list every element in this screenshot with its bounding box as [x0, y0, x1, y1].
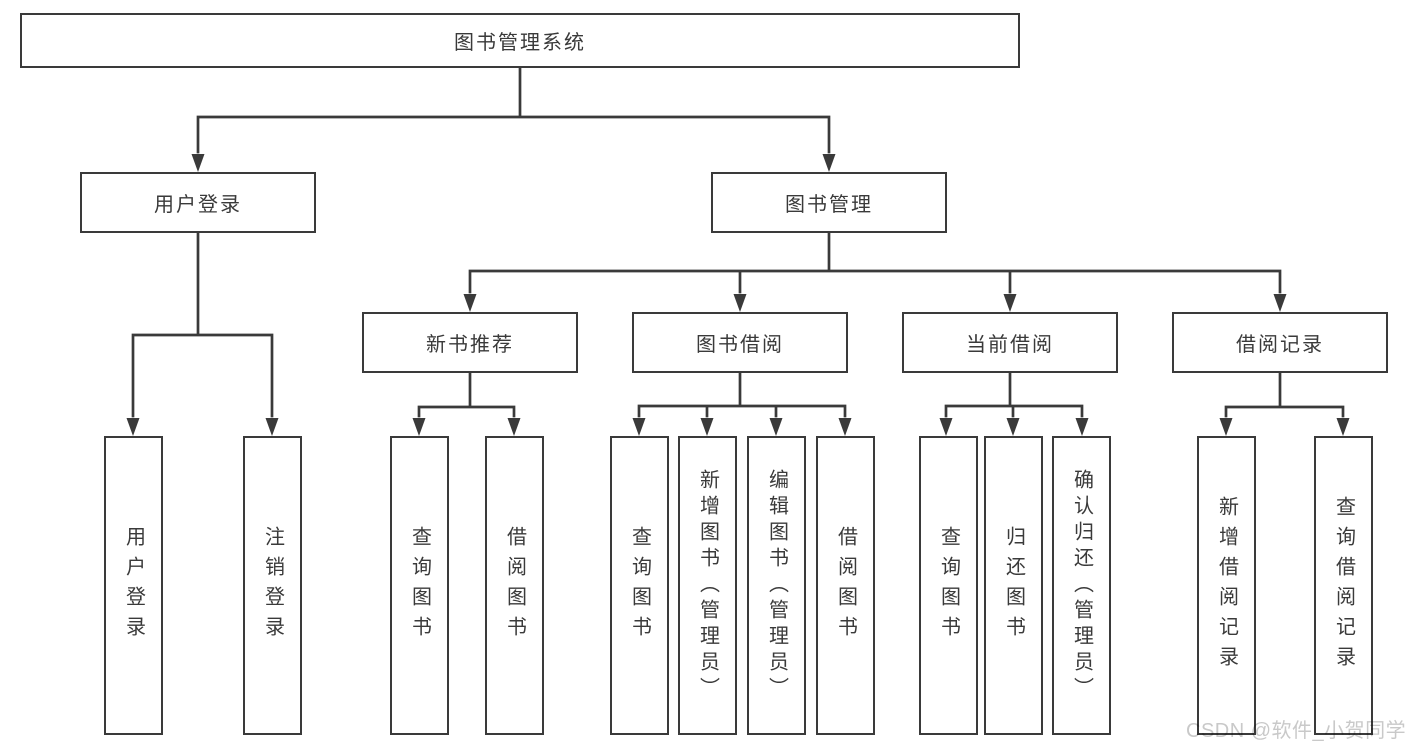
- leaf-edit-books-admin-label: 编辑图书（管理员）: [765, 468, 788, 703]
- leaf-query-borrow-record: 查询借阅记录: [1314, 436, 1373, 735]
- node-user-login: 用户登录: [80, 172, 316, 233]
- node-borrowing-records-label: 借阅记录: [1236, 334, 1324, 356]
- node-root-label: 图书管理系统: [454, 32, 586, 54]
- leaf-return-books: 归还图书: [984, 436, 1043, 735]
- leaf-edit-books-admin: 编辑图书（管理员）: [747, 436, 806, 735]
- connector-root-to-level2: [196, 66, 831, 154]
- leaf-current-query-books: 查询图书: [919, 436, 978, 735]
- leaf-current-query-books-label: 查询图书: [937, 525, 960, 646]
- leaf-user-login: 用户登录: [104, 436, 163, 735]
- leaf-logout-label: 注销登录: [261, 525, 284, 646]
- leaf-recommend-borrow-books: 借阅图书: [485, 436, 544, 735]
- connector-new-book-children: [417, 371, 516, 418]
- connector-current-borrow-children: [944, 371, 1084, 418]
- node-new-book-recommend-label: 新书推荐: [426, 334, 514, 356]
- connector-book-borrow-children: [637, 371, 847, 418]
- leaf-confirm-return-admin: 确认归还（管理员）: [1052, 436, 1111, 735]
- leaf-borrow-books: 借阅图书: [816, 436, 875, 735]
- leaf-add-books-admin-label: 新增图书（管理员）: [696, 468, 719, 703]
- node-book-management-label: 图书管理: [785, 194, 873, 216]
- node-new-book-recommend: 新书推荐: [362, 312, 578, 373]
- node-current-borrowing-label: 当前借阅: [966, 334, 1054, 356]
- node-user-login-label: 用户登录: [154, 194, 242, 216]
- leaf-borrow-query-books: 查询图书: [610, 436, 669, 735]
- node-borrowing-records: 借阅记录: [1172, 312, 1388, 373]
- leaf-recommend-borrow-books-label: 借阅图书: [503, 525, 526, 646]
- connector-book-mgmt-children: [468, 231, 1282, 294]
- leaf-borrow-query-books-label: 查询图书: [628, 525, 651, 646]
- node-book-borrowing-label: 图书借阅: [696, 334, 784, 356]
- node-book-management: 图书管理: [711, 172, 947, 233]
- leaf-logout: 注销登录: [243, 436, 302, 735]
- node-root: 图书管理系统: [20, 13, 1020, 68]
- leaf-add-books-admin: 新增图书（管理员）: [678, 436, 737, 735]
- leaf-add-borrow-record-label: 新增借阅记录: [1215, 495, 1238, 676]
- leaf-borrow-books-label: 借阅图书: [834, 525, 857, 646]
- node-current-borrowing: 当前借阅: [902, 312, 1118, 373]
- arrowheads: [126, 154, 1350, 436]
- leaf-recommend-query-books: 查询图书: [390, 436, 449, 735]
- leaf-confirm-return-admin-label: 确认归还（管理员）: [1070, 468, 1093, 703]
- leaf-return-books-label: 归还图书: [1002, 525, 1025, 646]
- leaf-user-login-label: 用户登录: [122, 525, 145, 646]
- leaf-query-borrow-record-label: 查询借阅记录: [1332, 495, 1355, 676]
- leaf-recommend-query-books-label: 查询图书: [408, 525, 431, 646]
- connector-user-login-children: [131, 231, 274, 418]
- node-book-borrowing: 图书借阅: [632, 312, 848, 373]
- csdn-watermark: CSDN @软件_小贺同学: [1186, 720, 1405, 742]
- leaf-add-borrow-record: 新增借阅记录: [1197, 436, 1256, 735]
- connector-borrow-records-children: [1224, 371, 1345, 418]
